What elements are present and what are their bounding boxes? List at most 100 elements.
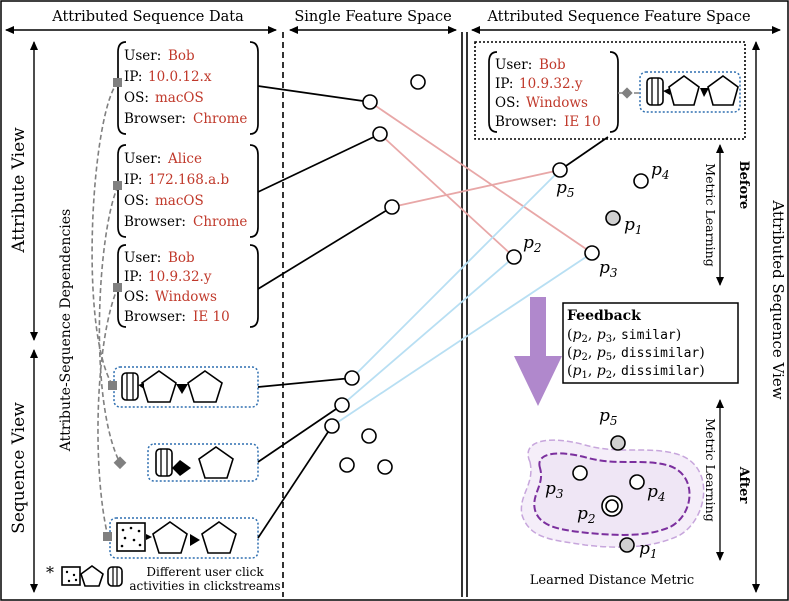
- highlighted-ip-value: 10.9.32.y: [519, 76, 583, 92]
- highlighted-browser-label: Browser:: [495, 114, 557, 130]
- p4-before-label: p4: [651, 160, 670, 182]
- footnote-line2: activities in clickstreams: [129, 579, 280, 593]
- feature-point: [362, 94, 378, 110]
- feature-point: [361, 428, 377, 444]
- record-3-os-label: OS:: [124, 289, 149, 305]
- link-highlight-p5: [559, 136, 609, 171]
- link-seq1-feature: [257, 377, 353, 388]
- point-p3-before: [584, 245, 600, 261]
- feedback-row-3: (p1, p2, dissimilar): [567, 363, 705, 381]
- p1-before-label: p1: [624, 215, 643, 237]
- click-square-icon: [61, 566, 81, 586]
- record-2-browser-label: Browser:: [124, 214, 186, 230]
- svg-text:(p2, p5, dissimilar): (p2, p5, dissimilar): [567, 345, 705, 363]
- attribute-view-label: Attribute View: [9, 127, 29, 254]
- record-3-ip-value: 10.9.32.y: [148, 269, 212, 285]
- svg-text:(p1, p2, dissimilar): (p1, p2, dissimilar): [567, 363, 705, 381]
- point-p1-before: [605, 210, 621, 226]
- dependency-link-2: [98, 185, 121, 464]
- pink-link-p5: [391, 169, 561, 208]
- record-2-os-label: OS:: [124, 193, 149, 209]
- feature-point: [372, 126, 388, 142]
- pink-link-p3: [369, 101, 593, 254]
- record-2-ip-label: IP:: [124, 172, 142, 188]
- record-1-user-label: User:: [124, 48, 161, 64]
- p3-before-label: p3: [599, 258, 618, 280]
- feature-point: [384, 199, 400, 215]
- footnote-line1: Different user click: [146, 565, 264, 579]
- record-3-os-value: Windows: [155, 289, 217, 305]
- sequence-2: [147, 443, 259, 482]
- click-capsule-icon: [107, 566, 123, 587]
- record-2-browser-value: Chrome: [193, 214, 247, 230]
- record-2-user-label: User:: [124, 151, 161, 167]
- p5-before-label: p5: [556, 178, 575, 200]
- link-seq3-feature: [257, 425, 333, 539]
- header-single-feature-space: Single Feature Space: [294, 9, 451, 25]
- click-pentagon-icon: [80, 565, 104, 587]
- dependency-node: [113, 283, 122, 292]
- blue-link-p5: [351, 169, 561, 379]
- record-3-browser-value: IE 10: [193, 309, 230, 325]
- feedback-title: Feedback: [567, 308, 641, 324]
- sequence-2-box: [147, 443, 259, 482]
- feature-point: [344, 370, 360, 386]
- p2-after-label: p2: [577, 504, 596, 526]
- record-3-browser-label: Browser:: [124, 309, 186, 325]
- p4-after-label: p4: [647, 482, 666, 504]
- highlighted-browser-value: IE 10: [564, 114, 601, 130]
- point-p2-after: [605, 499, 619, 513]
- feature-point: [377, 459, 393, 475]
- feedback-row-2: (p2, p5, dissimilar): [567, 345, 705, 363]
- link-record1-feature: [257, 85, 371, 103]
- record-1: User: Bob IP: 10.0.12.x OS: macOS Browse…: [117, 41, 259, 135]
- point-p1-after: [619, 537, 635, 553]
- point-p5-after: [610, 435, 626, 451]
- highlighted-os-label: OS:: [495, 95, 520, 111]
- blue-link-p3: [331, 252, 593, 427]
- record-2-ip-value: 172.168.a.b: [148, 172, 229, 188]
- dependency-node: [113, 181, 122, 190]
- before-label: Before: [736, 161, 751, 210]
- highlighted-record: User: Bob IP: 10.9.32.y OS: Windows Brow…: [488, 51, 619, 133]
- highlighted-record-box: [474, 41, 746, 140]
- dependency-link-1: [91, 81, 119, 387]
- feedback-row-1: (p2, p3, similar): [567, 327, 681, 345]
- record-3-ip-label: IP:: [124, 269, 142, 285]
- point-p2-before: [506, 249, 522, 265]
- p3-after-label: p3: [545, 479, 564, 501]
- link-record2-feature: [257, 133, 381, 193]
- p5-after-label: p5: [599, 406, 618, 428]
- feature-point: [339, 457, 355, 473]
- sequence-3: [109, 517, 259, 559]
- dependency-link-3: [97, 286, 119, 538]
- p1-after-label: p1: [639, 539, 658, 561]
- blue-link-p2: [341, 256, 515, 406]
- record-3-user-label: User:: [124, 250, 161, 266]
- point-p4-before: [633, 173, 649, 189]
- record-1-user-value: Bob: [168, 48, 195, 64]
- record-1-ip-value: 10.0.12.x: [148, 69, 212, 85]
- link-record3-feature: [257, 206, 393, 290]
- feedback-box: [562, 302, 739, 384]
- sequence-1: [113, 366, 259, 408]
- attributed-sequence-view-label: Attributed Sequence View: [769, 199, 787, 399]
- dependency-node: [113, 78, 122, 87]
- point-p5-before: [552, 162, 568, 178]
- feature-point: [334, 397, 350, 413]
- feedback-arrow: [514, 297, 562, 406]
- link-seq2-feature: [257, 404, 343, 463]
- highlighted-sequence: [639, 71, 741, 113]
- record-3: User: Bob IP: 10.9.32.y OS: Windows Brow…: [117, 244, 259, 328]
- record-1-browser-value: Chrome: [193, 111, 247, 127]
- record-1-ip-label: IP:: [124, 69, 142, 85]
- after-metric-learning-label: Metric Learning: [703, 418, 718, 521]
- record-1-os-value: macOS: [155, 90, 204, 106]
- learned-distance-metric-label: Learned Distance Metric: [530, 573, 694, 588]
- dependency-node: [103, 532, 112, 541]
- highlighted-user-value: Bob: [539, 57, 566, 73]
- header-attributed-sequence-data: Attributed Sequence Data: [51, 9, 244, 25]
- record-2-user-value: Alice: [167, 151, 202, 167]
